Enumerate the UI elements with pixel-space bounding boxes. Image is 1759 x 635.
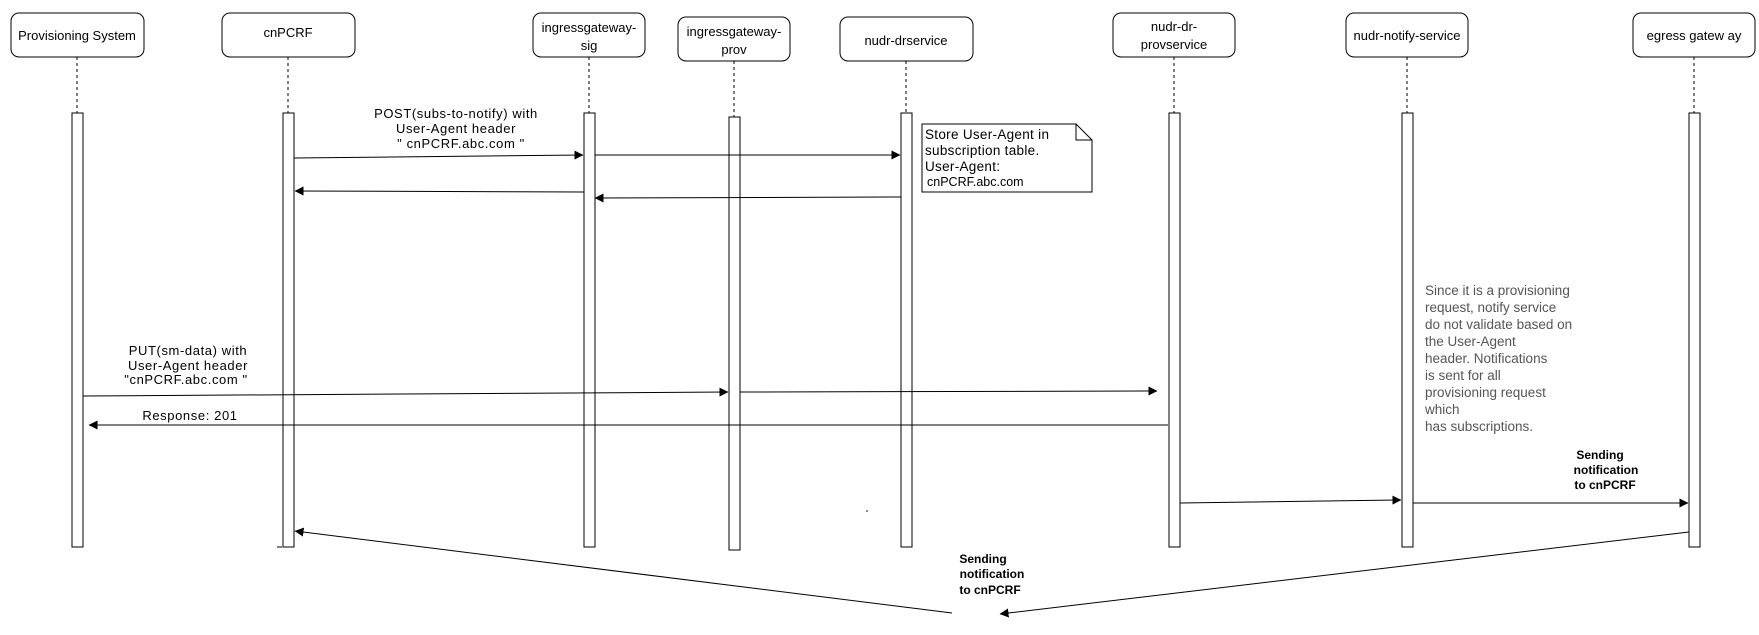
message-label-line3: to cnPCRF — [1574, 478, 1635, 492]
message-label-line2: notification — [1574, 463, 1639, 477]
participant-label: nudr-drservice — [864, 33, 947, 48]
activation-bar — [1401, 112, 1414, 548]
activation-bar — [728, 116, 741, 551]
note-line: provisioning request — [1425, 385, 1546, 400]
participant-nudr-notify-service: nudr-notify-service — [1345, 12, 1469, 548]
activation-bar — [583, 112, 596, 548]
participant-label: cnPCRF — [263, 25, 312, 40]
note-line: do not validate based on — [1425, 317, 1572, 332]
arrow-egress-to-middle — [999, 531, 1690, 618]
participant-cnpcrf: cnPCRF — [221, 12, 356, 548]
note-line: header. Notifications — [1425, 351, 1548, 366]
message-label-line3: "cnPCRF.abc.com " — [124, 372, 247, 387]
message-label-line1: POST(subs-to-notify) with — [374, 106, 538, 121]
participant-nudr-drservice: nudr-drservice — [839, 16, 974, 548]
message-post-subs-to-notify: POST(subs-to-notify) with User-Agent hea… — [293, 106, 902, 203]
participant-egress-gateway: egress gatew ay — [1632, 12, 1756, 548]
arrow-igprov-to-nudr-dr-provservice — [739, 386, 1158, 396]
note-line: subscription table. — [925, 143, 1040, 158]
note-line: is sent for all — [1425, 368, 1501, 383]
participant-provisioning-system: Provisioning System — [10, 12, 145, 548]
message-label-line1: Sending — [959, 552, 1006, 566]
participant-label: nudr-notify-service — [1354, 28, 1461, 43]
message-label-line1: Sending — [1576, 448, 1623, 462]
note-line: has subscriptions. — [1425, 419, 1533, 434]
activation-bar — [71, 112, 84, 548]
note-provisioning-request: Since it is a provisioning request, noti… — [1424, 283, 1572, 434]
participant-label-line1: ingressgateway- — [542, 20, 637, 35]
message-label: Response: 201 — [142, 408, 237, 423]
activation-bar — [1688, 112, 1701, 548]
message-label-line2: notification — [960, 567, 1025, 581]
participant-label-line2: prov — [721, 42, 747, 57]
message-label-line3: to cnPCRF — [959, 583, 1020, 597]
arrow-nudr-drservice-to-igsig — [594, 193, 902, 203]
arrow-provisioning-to-igprov — [82, 387, 729, 397]
message-notify-flow: Sending notification to cnPCRF — [1179, 448, 1689, 508]
message-put-sm-data: PUT(sm-data) with User-Agent header "cnP… — [82, 343, 1158, 397]
participant-label-line2: provservice — [1141, 37, 1207, 52]
arrow-cnpcrf-to-igsig — [293, 150, 584, 160]
participant-label-line1: nudr-dr- — [1151, 19, 1197, 34]
participant-label-line2: sig — [581, 38, 598, 53]
note-line: Store User-Agent in — [925, 127, 1049, 142]
participant-label-line1: ingressgateway- — [687, 24, 782, 39]
participant-ingressgateway-prov: ingressgateway- prov — [677, 16, 791, 551]
arrow-provservice-to-notify — [1179, 495, 1402, 505]
message-egress-to-cnpcrf: Sending notification to cnPCRF — [294, 527, 1690, 618]
participant-ingressgateway-sig: ingressgateway- sig — [532, 12, 646, 548]
participant-label: egress gatew ay — [1647, 28, 1742, 43]
stray-dot — [866, 510, 868, 512]
note-line: cnPCRF.abc.com — [927, 175, 1024, 189]
activation-bar — [900, 112, 913, 548]
arrow-igsig-to-cnpcrf — [294, 186, 585, 196]
note-store-user-agent: Store User-Agent in subscription table. … — [921, 123, 1093, 193]
arrow-middle-to-cnpcrf — [294, 527, 953, 614]
message-label-line2: User-Agent header — [396, 121, 516, 136]
message-label-line1: PUT(sm-data) with — [129, 343, 248, 358]
note-line: request, notify service — [1425, 300, 1556, 315]
note-line: Since it is a provisioning — [1425, 283, 1570, 298]
note-line: User-Agent: — [925, 159, 1000, 174]
note-line: the User-Agent — [1425, 334, 1516, 349]
message-response-201: Response: 201 — [88, 408, 1168, 430]
participant-nudr-dr-provservice: nudr-dr- provservice — [1112, 12, 1236, 548]
activation-bar — [1168, 112, 1181, 548]
note-line: which — [1424, 402, 1460, 417]
message-label-line2: User-Agent header — [128, 358, 248, 373]
activation-bar — [282, 112, 295, 548]
message-label-line3: " cnPCRF.abc.com " — [397, 136, 525, 151]
participant-label: Provisioning System — [18, 28, 136, 43]
